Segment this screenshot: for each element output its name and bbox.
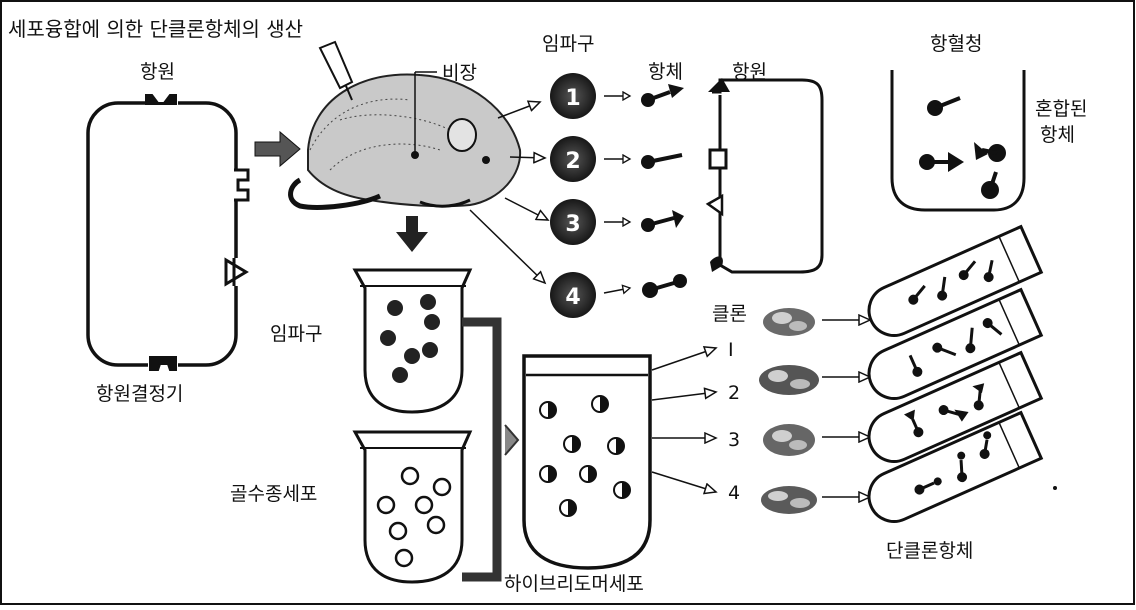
lymphocyte-number: 2 <box>565 149 580 174</box>
down-arrow <box>396 216 428 252</box>
clone-label: 클론 <box>712 303 747 325</box>
lymphocyte-1: 1 <box>550 73 596 119</box>
myeloma-label: 골수종세포 <box>230 483 317 505</box>
clone-number-2: 2 <box>728 382 740 404</box>
clone-cluster-3 <box>763 424 815 456</box>
antigen-label: 항원 <box>140 61 175 83</box>
lymphocyte-4: 4 <box>550 272 596 318</box>
antigen-right-loop <box>708 78 822 272</box>
fusion-connectors <box>462 322 518 577</box>
hybridoma-label: 하이브리도머세포 <box>504 573 644 595</box>
injection-arrow <box>255 132 300 166</box>
mixed-antibody-label-1: 혼합된 <box>1035 98 1087 120</box>
hybridoma-tube <box>524 356 650 568</box>
clone-clusters <box>759 308 819 514</box>
lymphocyte-number: 1 <box>565 86 580 111</box>
antibody-icons <box>641 84 687 298</box>
hybridoma-to-clone-arrows <box>652 348 716 492</box>
clone-cluster-2 <box>759 365 819 395</box>
clone-number-1: I <box>728 339 734 361</box>
lymphocyte-tube <box>355 270 470 412</box>
diagram-title: 세포융합에 의한 단클론항체의 생산 <box>8 17 303 41</box>
clone-to-tube-arrows <box>822 320 870 497</box>
clone-cluster-4 <box>761 486 817 514</box>
epitope-label: 항원결정기 <box>96 383 183 405</box>
myeloma-tube <box>355 432 470 582</box>
monoclonal-label: 단클론항체 <box>886 540 973 562</box>
mouse-illustration: 비장 <box>291 42 521 207</box>
lymphocyte-2: 2 <box>550 136 596 182</box>
antibody-label: 항체 <box>648 61 683 83</box>
antiserum-label: 항혈청 <box>930 33 982 55</box>
lymph-to-antibody-arrows <box>604 96 630 293</box>
lymphocyte-header: 임파구 <box>542 33 594 55</box>
clone-number-3: 3 <box>728 429 740 451</box>
spleen-label: 비장 <box>442 62 477 84</box>
lymphocyte-number: 4 <box>565 285 580 310</box>
lymphocyte-3: 3 <box>550 199 596 245</box>
clone-number-4: 4 <box>728 482 740 504</box>
antiserum-beaker <box>892 70 1024 210</box>
lymphocyte-tube-label: 임파구 <box>270 323 322 345</box>
clone-cluster-1 <box>763 308 815 336</box>
speck <box>1053 486 1057 490</box>
lymphocyte-number: 3 <box>565 212 580 237</box>
antigen-loop: 항원 항원결정기 <box>88 61 248 405</box>
mixed-antibody-label-2: 항체 <box>1040 124 1075 146</box>
